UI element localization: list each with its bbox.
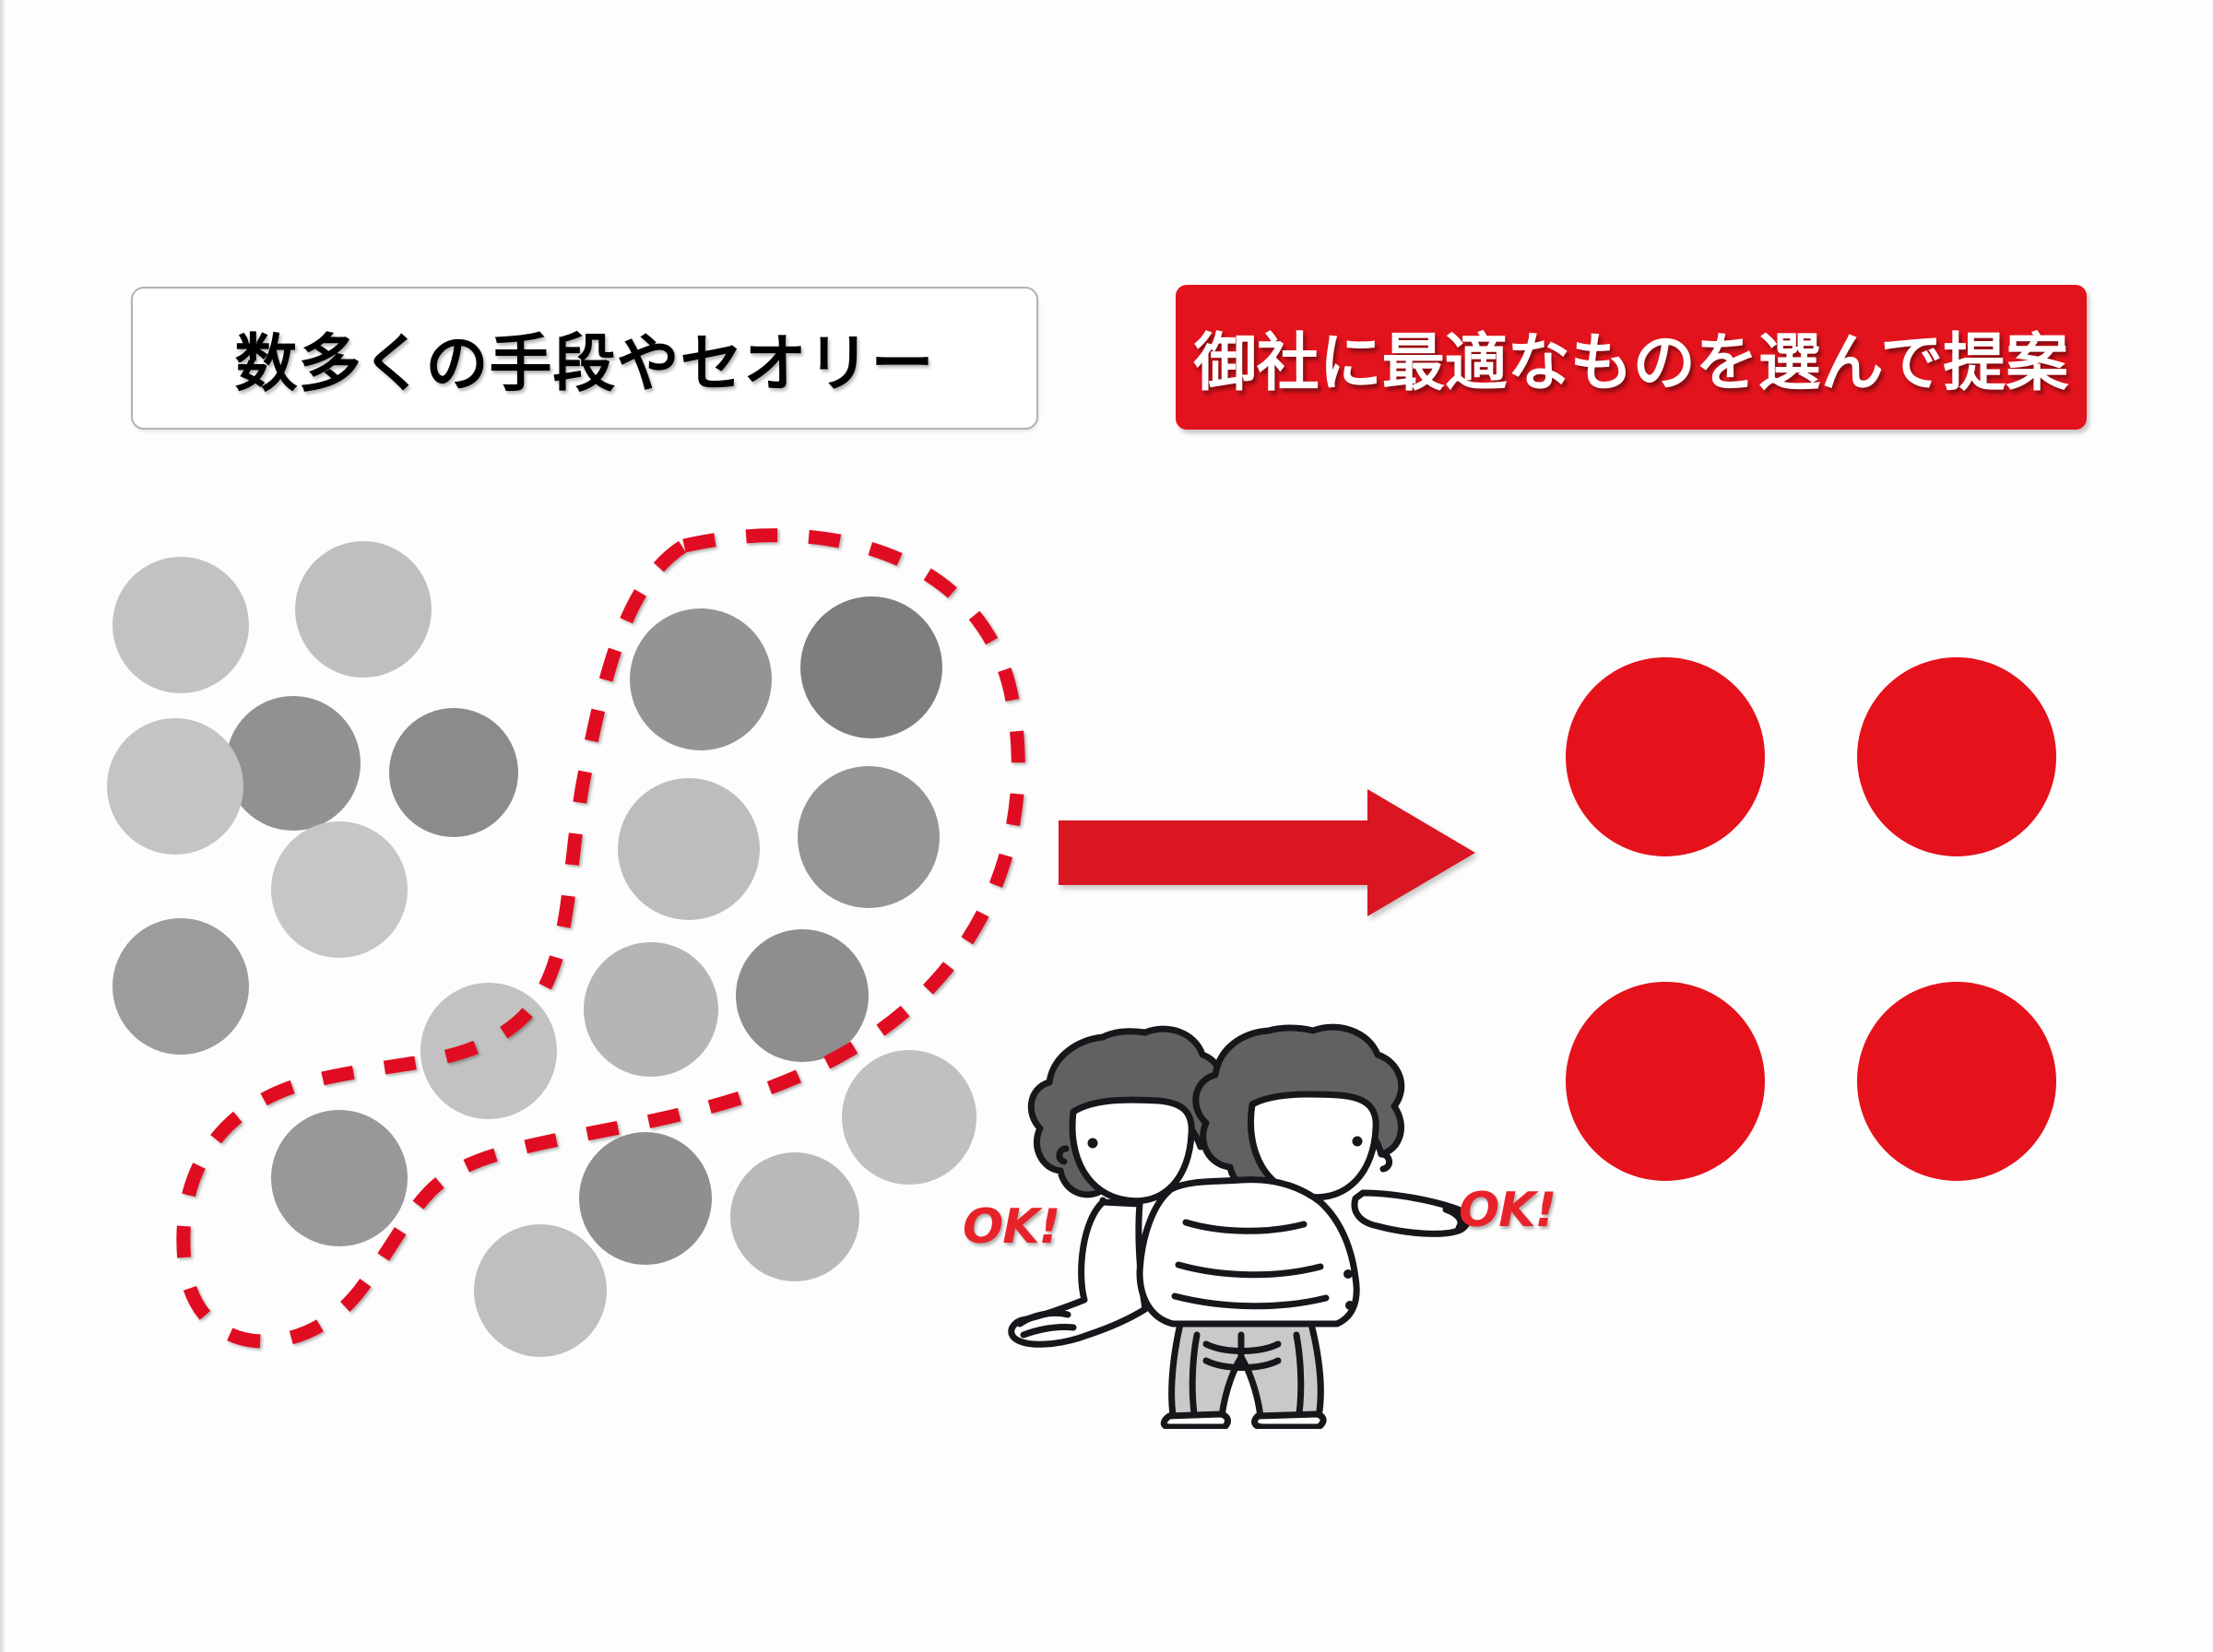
person-left-hand (1016, 1309, 1071, 1328)
gray-circle (112, 557, 249, 693)
header-box-right[interactable]: 御社に最適なものを選んで提案 (1176, 285, 2087, 430)
red-circle-group (1566, 657, 2056, 1181)
header-box-left[interactable]: 数多くの手段やセオリー (131, 287, 1038, 430)
gray-circle (271, 821, 408, 958)
shirt-fold-1 (1182, 1219, 1308, 1234)
red-circle (1857, 657, 2056, 856)
red-circle (1566, 657, 1765, 856)
shirt-button-2 (1345, 1301, 1355, 1310)
header-box-right-label: 御社に最適なものを選んで提案 (1193, 328, 2069, 398)
gray-circle-cluster (107, 541, 976, 1357)
gray-circle (842, 1050, 976, 1185)
person-right-body (1136, 1176, 1360, 1328)
shirt-fold-3 (1171, 1292, 1330, 1310)
two-people-illustration (1008, 1023, 1471, 1429)
red-circle (1857, 982, 2056, 1181)
header-box-left-label: 数多くの手段やセオリー (234, 329, 935, 399)
shirt-fold-2 (1175, 1261, 1324, 1279)
red-right-arrow (1059, 789, 1475, 916)
person-right-head (1248, 1091, 1379, 1201)
shoe-right (1251, 1410, 1327, 1429)
gray-circle (584, 942, 718, 1077)
red-circle (1566, 982, 1765, 1181)
ok-label-left: OK! (963, 1199, 1060, 1255)
shirt-button-1 (1343, 1269, 1353, 1279)
person-right-ear (1378, 1150, 1392, 1173)
gray-circle (271, 1110, 408, 1246)
person-left-ear (1056, 1145, 1070, 1165)
gray-circle (618, 778, 760, 920)
gray-circle (389, 708, 518, 837)
person-left-hand-line2 (1020, 1324, 1077, 1339)
gray-circle (295, 541, 432, 678)
gray-circle (800, 596, 942, 738)
person-left-head (1069, 1096, 1195, 1205)
shoe-left (1160, 1410, 1231, 1429)
person-left-eye (1087, 1138, 1098, 1149)
gray-circle (474, 1224, 607, 1357)
page-edge-strip (0, 0, 5, 1652)
gray-circle (730, 1152, 859, 1281)
ok-label-right: OK! (1459, 1183, 1556, 1238)
pants-fold-2 (1202, 1357, 1282, 1371)
gray-circle (630, 608, 772, 750)
gray-circle (226, 696, 361, 831)
person-right-eye (1352, 1136, 1363, 1147)
gray-circle (798, 766, 940, 908)
gray-circle (107, 718, 243, 855)
person-right-hand (1442, 1206, 1464, 1232)
red-dashed-selection-curve (176, 528, 1025, 1349)
gray-circle (579, 1132, 712, 1265)
gray-circle (112, 918, 249, 1055)
gray-circle (736, 929, 869, 1062)
gray-circle (420, 983, 557, 1119)
